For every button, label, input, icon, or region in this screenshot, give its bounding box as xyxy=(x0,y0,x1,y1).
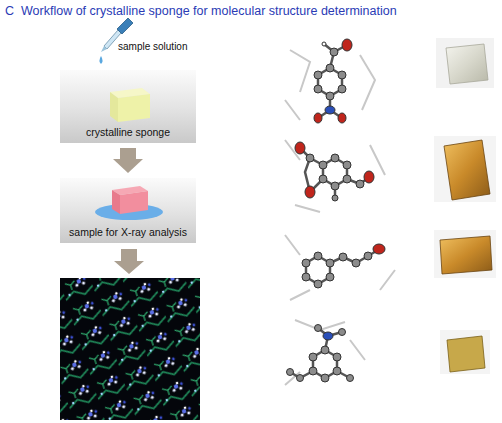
panel-background xyxy=(60,178,196,243)
molecule-structure xyxy=(285,39,375,123)
molecule-structure xyxy=(285,235,395,300)
panel-background xyxy=(60,70,196,143)
process-panel: crystalline sponge xyxy=(60,70,196,143)
molecule-structure xyxy=(285,320,365,385)
crystal-photo xyxy=(434,230,496,278)
crystal-photo xyxy=(436,38,494,88)
droplet xyxy=(100,56,103,64)
flow-arrow xyxy=(114,249,144,274)
figure-title: Workflow of crystalline sponge for molec… xyxy=(21,4,397,18)
panel-caption: sample for X-ray analysis xyxy=(69,226,187,238)
pink-cube xyxy=(112,186,148,214)
sample-label: sample solution xyxy=(118,41,187,52)
panel-letter: C xyxy=(5,4,14,18)
crystal-lattice-image xyxy=(60,278,200,420)
process-panel: sample for X-ray analysis xyxy=(60,178,196,243)
molecule-structure xyxy=(285,140,385,212)
crystal-photo xyxy=(434,136,496,202)
panel-caption: crystalline sponge xyxy=(86,126,170,138)
crystal-photo xyxy=(440,330,490,374)
yellow-cube xyxy=(110,88,150,122)
flow-arrow xyxy=(120,148,136,159)
